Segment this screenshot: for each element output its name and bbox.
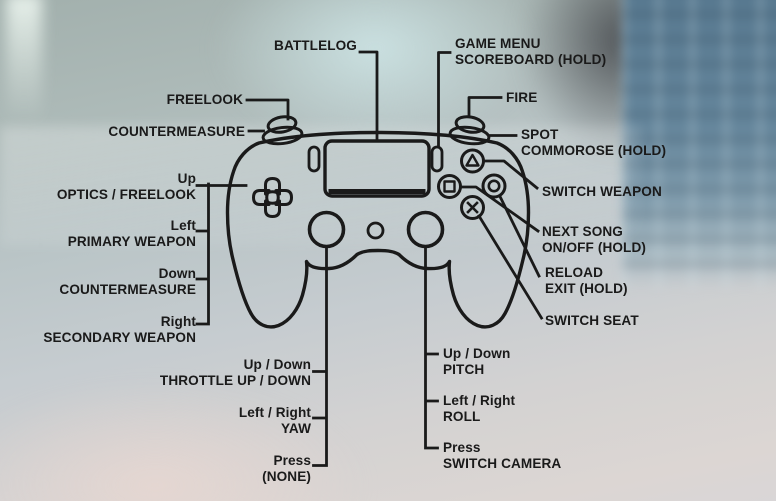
callout-cross: SWITCH SEAT: [545, 313, 639, 329]
callout-right-stick-updown: Up / Down PITCH: [443, 346, 510, 378]
callout-line: Press: [443, 440, 481, 455]
callout-right-stick-press: Press SWITCH CAMERA: [443, 440, 561, 472]
freelook-line: [245, 98, 290, 121]
callout-line: SCOREBOARD (HOLD): [455, 52, 607, 67]
callout-line: COUNTERMEASURE: [108, 124, 245, 139]
callout-line: SECONDARY WEAPON: [43, 330, 196, 345]
square-button-icon: [437, 174, 462, 199]
ps-button-icon: [366, 221, 385, 240]
callout-freelook: FREELOOK: [167, 92, 243, 108]
callout-game-menu: GAME MENU SCOREBOARD (HOLD): [455, 36, 606, 68]
options-button-icon: [430, 145, 444, 173]
cross-button-icon: [460, 195, 485, 220]
callout-line: NEXT SONG: [542, 224, 623, 239]
cross-line: [477, 214, 544, 320]
callout-dpad-left: Left PRIMARY WEAPON: [68, 218, 196, 250]
callout-line: Left / Right: [443, 393, 516, 408]
callout-left-stick-updown: Up / Down THROTTLE UP / DOWN: [160, 357, 311, 389]
left-stick-bracket: [312, 245, 328, 467]
callout-countermeasure: COUNTERMEASURE: [108, 124, 245, 140]
callout-line: Left / Right: [238, 405, 311, 420]
dpad-icon: [252, 177, 293, 218]
callout-line: COUNTERMEASURE: [59, 282, 196, 297]
battlelog-line: [358, 50, 379, 142]
dpad-left-icon: [252, 189, 271, 206]
callout-line: FIRE: [506, 90, 538, 105]
callout-dpad-up: Up OPTICS / FREELOOK: [57, 171, 196, 203]
callout-lines: [195, 50, 544, 467]
callout-triangle: SWITCH WEAPON: [542, 184, 662, 200]
right-stick-icon: [406, 210, 445, 249]
callout-line: Press: [273, 453, 311, 468]
callout-line: SWITCH CAMERA: [443, 456, 562, 471]
callout-line: COMMOROSE (HOLD): [521, 143, 667, 158]
callout-line: Left: [170, 218, 196, 233]
triangle-line: [483, 159, 539, 190]
share-button-icon: [307, 145, 321, 173]
callout-line: SPOT: [521, 127, 559, 142]
callout-line: Up / Down: [243, 357, 311, 372]
left-stick-icon: [307, 210, 346, 249]
fire-line: [467, 96, 503, 118]
callout-line: FREELOOK: [166, 92, 243, 107]
callout-line: ON/OFF (HOLD): [542, 240, 646, 255]
callout-line: ROLL: [443, 409, 481, 424]
dpad-down-icon: [264, 199, 281, 218]
callout-line: BATTLELOG: [274, 38, 357, 53]
callout-line: PITCH: [443, 362, 485, 377]
callout-line: PRIMARY WEAPON: [67, 234, 196, 249]
callout-line: GAME MENU: [455, 36, 541, 51]
callout-battlelog: BATTLELOG: [274, 38, 357, 54]
callout-line: THROTTLE UP / DOWN: [159, 373, 311, 388]
circle-button-icon: [481, 173, 507, 199]
left-trigger-icon: [261, 115, 304, 146]
dpad-up-icon: [264, 177, 281, 196]
callout-line: Right: [160, 314, 196, 329]
game-menu-line: [437, 51, 452, 148]
callout-line: (NONE): [262, 469, 311, 484]
callout-right-stick-leftright: Left / Right ROLL: [443, 393, 515, 425]
callout-line: Up: [177, 171, 196, 186]
callout-line: SWITCH WEAPON: [542, 184, 662, 199]
callout-line: OPTICS / FREELOOK: [56, 187, 196, 202]
callout-square: NEXT SONG ON/OFF (HOLD): [542, 224, 646, 256]
dpad-bracket: [195, 182, 248, 326]
callout-dpad-right: Right SECONDARY WEAPON: [43, 314, 196, 346]
callout-left-stick-press: Press (NONE): [262, 453, 311, 485]
callout-circle: RELOAD EXIT (HOLD): [545, 265, 628, 297]
callout-line: Down: [158, 266, 196, 281]
callout-dpad-down: Down COUNTERMEASURE: [59, 266, 196, 298]
right-stick-bracket: [424, 245, 439, 450]
callout-line: SWITCH SEAT: [545, 313, 639, 328]
controller-body-outline: [225, 130, 531, 329]
callout-line: EXIT (HOLD): [545, 281, 628, 296]
touchpad-icon: [323, 139, 431, 198]
callout-line: RELOAD: [545, 265, 603, 280]
circle-line: [498, 194, 541, 278]
callout-fire: FIRE: [506, 90, 537, 106]
right-trigger-icon: [448, 115, 491, 146]
callout-spot: SPOT COMMOROSE (HOLD): [521, 127, 666, 159]
dpad-right-icon: [274, 189, 293, 206]
square-line: [460, 185, 540, 233]
callout-line: YAW: [280, 421, 311, 436]
triangle-button-icon: [460, 148, 485, 174]
callout-left-stick-leftright: Left / Right YAW: [239, 405, 311, 437]
callout-line: Up / Down: [443, 346, 511, 361]
